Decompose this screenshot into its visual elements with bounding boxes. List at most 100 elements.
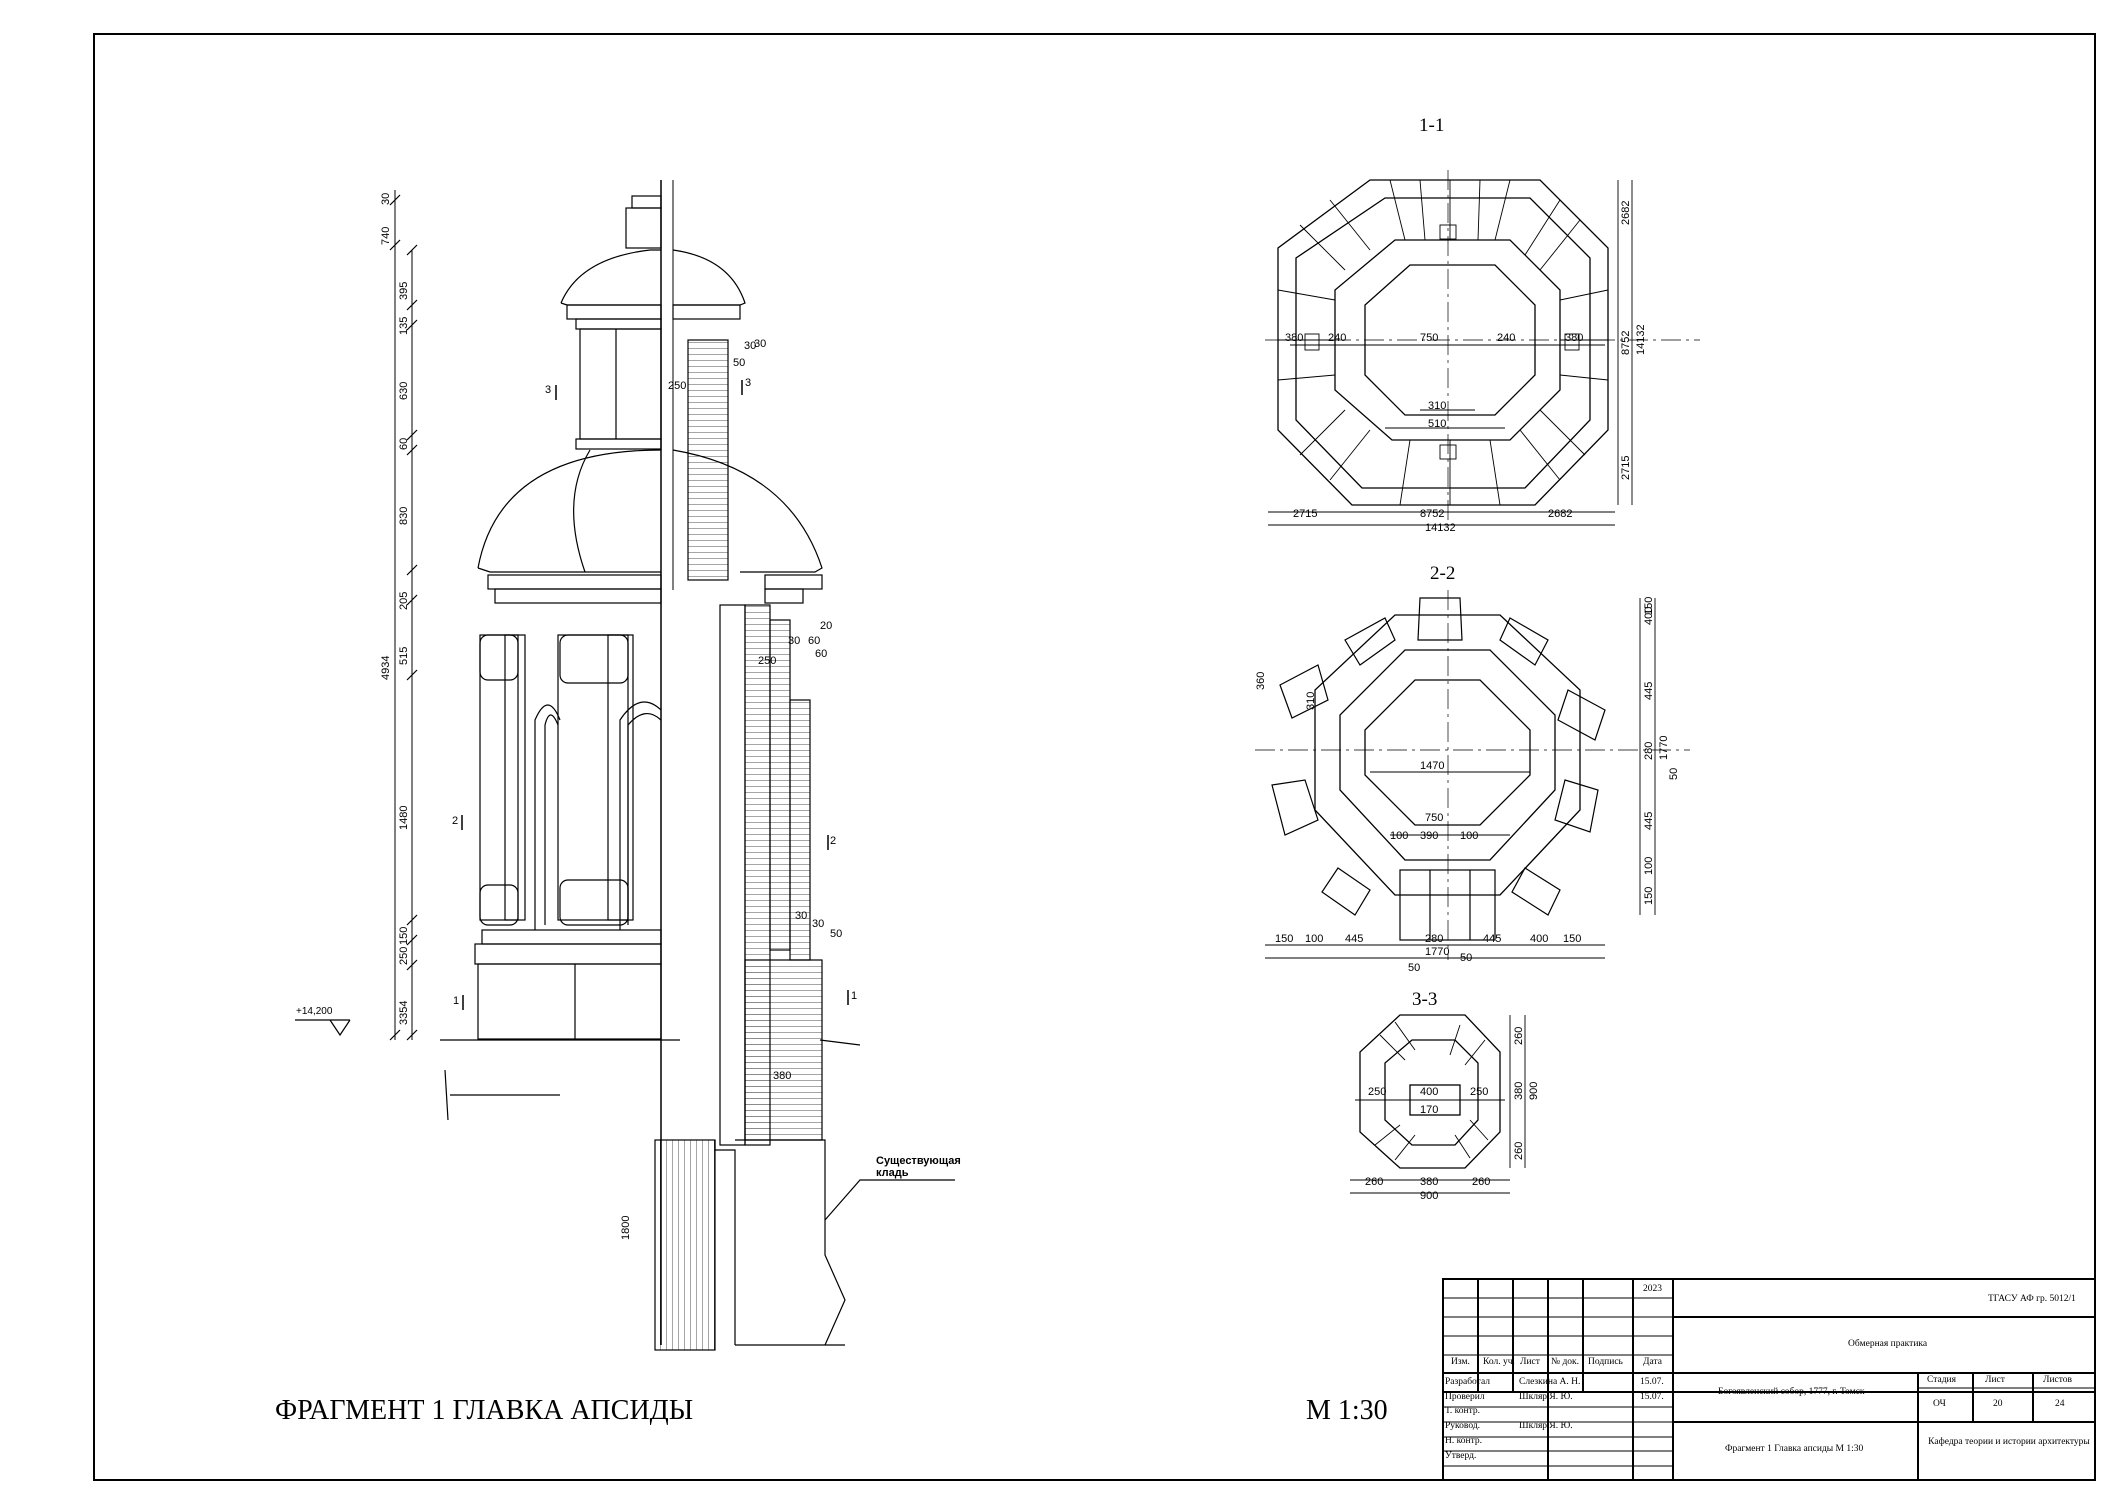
- plan-dimension: 260: [1513, 1141, 1525, 1160]
- plan-dimension: 1770: [1425, 946, 1450, 958]
- section-2-2-drawing: [1255, 590, 1690, 960]
- cut-mark-3-left: 3: [545, 384, 552, 396]
- section-1-1-title: 1-1: [1419, 115, 1445, 136]
- tb-row-cell: Т. контр.: [1445, 1406, 1480, 1417]
- tb-stage: ОЧ: [1933, 1399, 1946, 1409]
- plan-dimension: 750: [1425, 812, 1444, 824]
- tb-row-cell: Шкляр Я. Ю.: [1519, 1421, 1573, 1432]
- plan-dimension: 8752: [1620, 330, 1632, 355]
- plan-dimension: 900: [1420, 1190, 1439, 1202]
- plan-dimension: 50: [1668, 767, 1680, 780]
- plan-dimension: 250: [1470, 1086, 1489, 1098]
- tb-org: ТГАСУ АФ гр. 5012/1: [1988, 1294, 2076, 1304]
- plan-dimension: 260: [1513, 1026, 1525, 1045]
- dim-250-mid: 250: [758, 655, 777, 667]
- plan-dimension: 240: [1328, 332, 1347, 344]
- plan-dimension: 50: [1408, 962, 1421, 974]
- vertical-dimension: 205: [398, 591, 410, 610]
- tb-sheet-label: Лист: [1985, 1375, 2005, 1385]
- tb-row-cell: Слезкина А. Н.: [1519, 1377, 1581, 1387]
- cut-mark-2-left: 2: [452, 815, 459, 827]
- tb-sheet: 20: [1993, 1399, 2003, 1409]
- plan-dimension: 2682: [1548, 508, 1573, 520]
- fragment-scale: М 1:30: [1306, 1395, 1388, 1426]
- detail-dim: 30: [812, 918, 825, 930]
- plan-dimension: 310: [1428, 400, 1447, 412]
- tb-header: Кол. уч.: [1483, 1357, 1515, 1367]
- tb-department: Кафедра теории и истории архитектуры: [1928, 1437, 2090, 1447]
- plan-dimension: 445: [1483, 933, 1502, 945]
- plan-dimension: 100: [1643, 856, 1655, 875]
- vertical-dimension: 630: [398, 381, 410, 400]
- plan-dimension: 1470: [1420, 760, 1445, 772]
- plan-dimension: 260: [1365, 1176, 1384, 1188]
- section-2-2-title: 2-2: [1430, 563, 1456, 584]
- fragment-title: ФРАГМЕНТ 1 ГЛАВКА АПСИДЫ: [275, 1395, 694, 1426]
- plan-dimension: 380: [1420, 1176, 1439, 1188]
- detail-dim: 30: [795, 910, 808, 922]
- dim-1800: 1800: [620, 1215, 632, 1240]
- tb-sheet-title: Фрагмент 1 Главка апсиды М 1:30: [1725, 1444, 1864, 1454]
- plan-dimension: 1770: [1658, 735, 1670, 760]
- plan-dimension: 280: [1643, 741, 1655, 760]
- tb-row-cell: Руковод.: [1445, 1421, 1481, 1432]
- plan-dimension: 400: [1530, 933, 1549, 945]
- tb-row-cell: Утверд.: [1445, 1450, 1477, 1461]
- vertical-dimension: 3354: [398, 1000, 410, 1025]
- tb-row-cell: Проверил: [1445, 1391, 1485, 1402]
- plan-dimension: 2715: [1293, 508, 1318, 520]
- detail-dim: 30: [744, 340, 757, 352]
- tb-header: Дата: [1643, 1357, 1662, 1367]
- tb-header: Изм.: [1451, 1357, 1470, 1367]
- detail-dim: 50: [733, 357, 746, 369]
- plan-dimension: 280: [1425, 933, 1444, 945]
- tb-row-cell: Н. контр.: [1445, 1435, 1482, 1446]
- elevation-drawing: [295, 180, 955, 1351]
- plan-dimension: 260: [1472, 1176, 1491, 1188]
- plan-dimension: 400: [1420, 1086, 1439, 1098]
- tb-row-cell: 15.07.: [1640, 1377, 1664, 1387]
- plan-dimension: 100: [1460, 830, 1479, 842]
- plan-dimension: 900: [1528, 1081, 1540, 1100]
- section-3-3-drawing: [1350, 1014, 1526, 1194]
- plan-dimension: 150: [1275, 933, 1294, 945]
- plan-dimension: 510: [1428, 418, 1447, 430]
- plan-dimension: 8752: [1420, 508, 1445, 520]
- tb-stage-label: Стадия: [1927, 1375, 1956, 1385]
- vertical-dimension: 60: [398, 437, 410, 450]
- vertical-dimension: 4934: [380, 655, 392, 680]
- plan-dimension: 150: [1643, 596, 1655, 615]
- plan-dimension: 380: [1285, 332, 1304, 344]
- tb-row-cell: 15.07.: [1640, 1391, 1664, 1402]
- section-1-1-drawing: [1265, 170, 1700, 526]
- tb-sheets-label: Листов: [2043, 1375, 2073, 1385]
- tb-object: Богоявленский собор, 1777, г. Томск: [1718, 1387, 1865, 1397]
- cut-mark-1-left: 1: [453, 995, 460, 1007]
- plan-dimension: 250: [1368, 1086, 1387, 1098]
- plan-dimension: 390: [1420, 830, 1439, 842]
- plan-dimension: 2682: [1620, 200, 1632, 225]
- plan-dimension: 310: [1305, 691, 1317, 710]
- detail-dim: 60: [815, 648, 828, 660]
- dim-380: 380: [773, 1070, 792, 1082]
- tb-header: № док.: [1551, 1357, 1580, 1367]
- plan-dimension: 14132: [1635, 324, 1647, 355]
- plan-dimension: 445: [1643, 681, 1655, 700]
- plan-dimension: 50: [1460, 952, 1473, 964]
- detail-dim: 50: [830, 928, 843, 940]
- section-3-3-title: 3-3: [1412, 989, 1438, 1010]
- tb-row-cell: Разработал: [1445, 1377, 1490, 1387]
- plan-dimension: 2715: [1620, 455, 1632, 480]
- dim-250-top: 250: [668, 380, 687, 392]
- vertical-dimension: 150: [398, 926, 410, 945]
- tb-year: 2023: [1643, 1284, 1662, 1294]
- vertical-dimension: 740: [380, 226, 392, 245]
- detail-dim: 60: [808, 635, 821, 647]
- vertical-dimension: 395: [398, 281, 410, 300]
- cut-mark-2-right: 2: [830, 835, 837, 847]
- detail-dim: 30: [788, 635, 801, 647]
- vertical-dimension: 135: [398, 316, 410, 335]
- plan-dimension: 380: [1513, 1081, 1525, 1100]
- vertical-dimension: 515: [398, 646, 410, 665]
